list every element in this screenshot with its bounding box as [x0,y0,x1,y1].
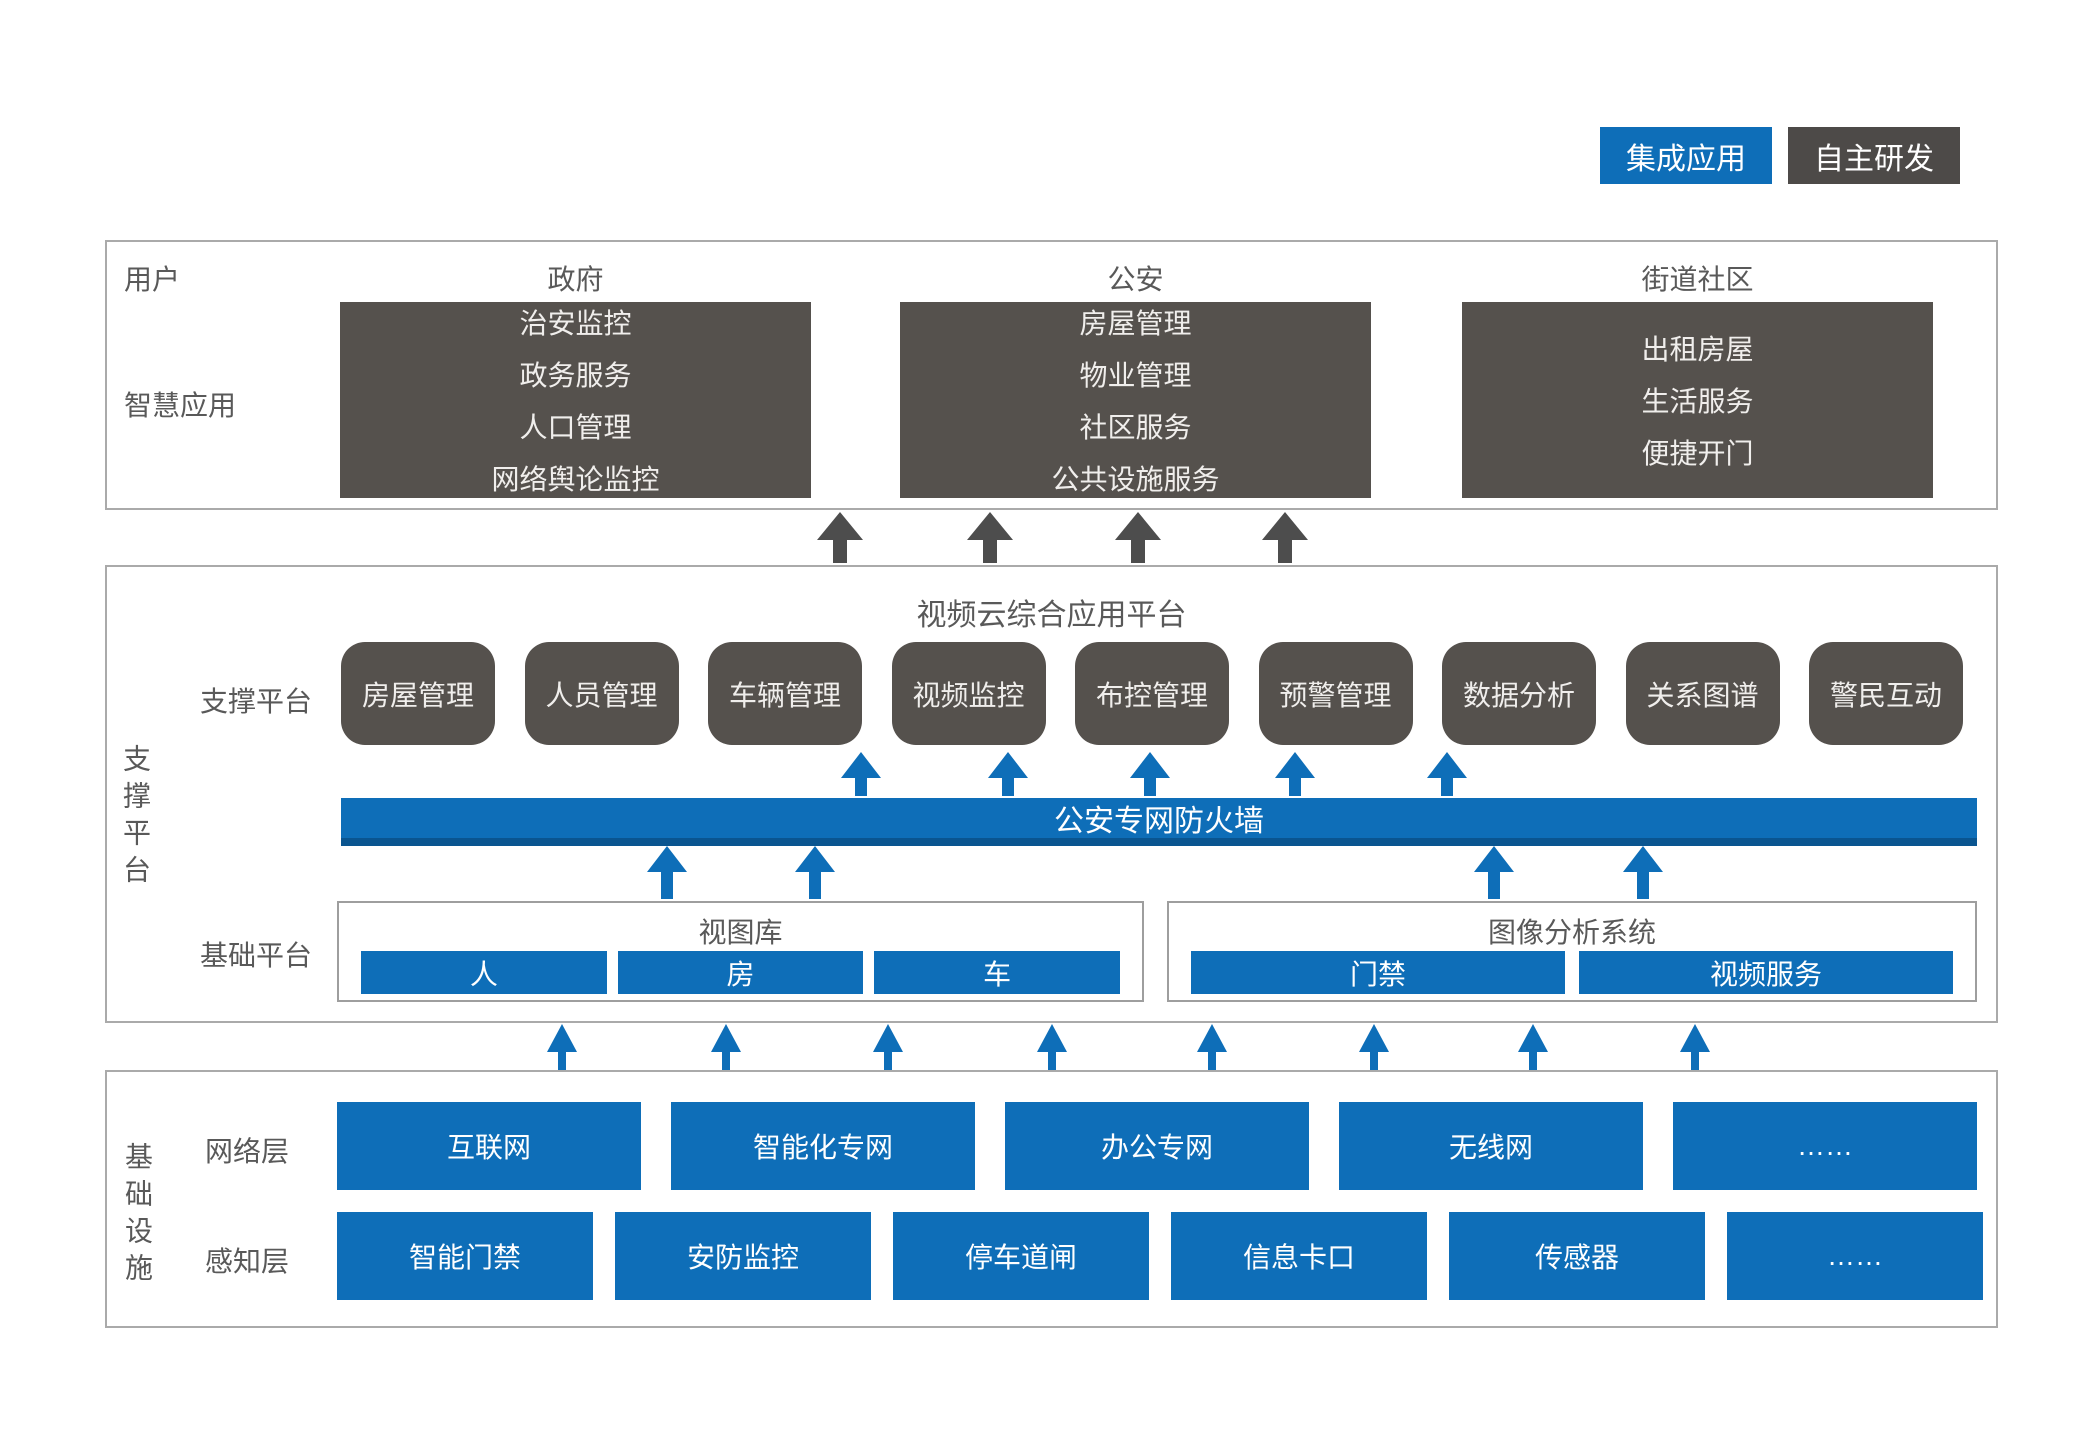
column-header-government: 政府 [547,264,604,295]
sense-box: …… [1727,1212,1983,1300]
sense-boxes-row: 智能门禁 安防监控 停车道闸 信息卡口 传感器 …… [337,1212,1983,1300]
up-arrow-icon [1623,846,1663,899]
up-arrow-icon [1115,512,1161,563]
base-bar: 门禁 [1191,951,1565,994]
sense-box: 安防监控 [615,1212,871,1300]
support-box: 预警管理 [1258,642,1413,745]
up-arrow-icon [841,752,881,796]
up-arrow-icon [988,752,1028,796]
sense-box: 信息卡口 [1171,1212,1427,1300]
infrastructure-panel: 基础设施 网络层 互联网 智能化专网 办公专网 无线网 …… 感知层 智能门禁 … [105,1070,1998,1328]
sense-layer-label: 感知层 [205,1246,290,1277]
base-bar: 视频服务 [1579,951,1953,994]
image-analysis-group: 图像分析系统 门禁 视频服务 [1167,901,1977,1002]
up-arrow-icon [1037,1024,1067,1070]
image-analysis-bars: 门禁 视频服务 [1191,951,1953,994]
app-item: 便捷开门 [1641,438,1754,469]
up-arrow-icon [817,512,863,563]
network-box: 智能化专网 [671,1102,975,1190]
app-item: 社区服务 [1079,412,1192,443]
view-library-bars: 人 房 车 [361,951,1121,994]
app-item: 物业管理 [1079,360,1192,391]
column-header-police: 公安 [1107,264,1164,295]
view-library-title: 视图库 [698,917,783,948]
up-arrow-icon [795,846,835,899]
column-header-community: 街道社区 [1641,264,1754,295]
app-item: 治安监控 [519,308,632,339]
network-layer-label: 网络层 [205,1136,290,1167]
user-label: 用户 [124,264,181,295]
firewall-bar: 公安专网防火墙 [341,798,1977,846]
infrastructure-side-label: 基础设施 [122,1142,153,1290]
network-box: 互联网 [337,1102,641,1190]
up-arrow-icon [711,1024,741,1070]
sense-box: 智能门禁 [337,1212,593,1300]
base-row-label: 基础平台 [200,940,313,971]
support-box: 警民互动 [1809,642,1963,745]
support-box: 布控管理 [1075,642,1229,745]
police-apps-box: 房屋管理 物业管理 社区服务 公共设施服务 [900,302,1371,498]
up-arrow-icon [1275,752,1315,796]
up-arrow-icon [1474,846,1514,899]
base-bar: 人 [361,951,607,994]
up-arrow-icon [1427,752,1467,796]
government-apps-box: 治安监控 政务服务 人口管理 网络舆论监控 [340,302,811,498]
app-item: 网络舆论监控 [491,464,660,495]
legend-integrated-app: 集成应用 [1600,127,1772,184]
up-arrow-icon [1197,1024,1227,1070]
support-box: 关系图谱 [1625,642,1780,745]
up-arrow-icon [647,846,687,899]
support-boxes-row: 房屋管理 人员管理 车辆管理 视频监控 布控管理 预警管理 数据分析 关系图谱 … [341,642,1963,745]
up-arrow-icon [873,1024,903,1070]
support-box: 房屋管理 [341,642,495,745]
up-arrow-icon [1262,512,1308,563]
app-item: 生活服务 [1641,386,1754,417]
sense-box: 传感器 [1449,1212,1705,1300]
sense-box: 停车道闸 [893,1212,1149,1300]
support-platform-panel: 支撑平台 视频云综合应用平台 支撑平台 房屋管理 人员管理 车辆管理 视频监控 … [105,565,1998,1023]
support-box: 车辆管理 [708,642,862,745]
app-item: 出租房屋 [1641,334,1754,365]
up-arrow-icon [967,512,1013,563]
up-arrow-icon [547,1024,577,1070]
view-library-group: 视图库 人 房 车 [337,901,1144,1002]
network-box: 无线网 [1339,1102,1643,1190]
video-cloud-platform-title: 视频云综合应用平台 [916,599,1187,632]
app-item: 人口管理 [519,412,632,443]
image-analysis-title: 图像分析系统 [1487,917,1656,948]
network-box: 办公专网 [1005,1102,1309,1190]
support-box: 人员管理 [524,642,679,745]
base-bar: 车 [874,951,1121,994]
network-boxes-row: 互联网 智能化专网 办公专网 无线网 …… [337,1102,1977,1190]
smart-application-panel: 用户 智慧应用 政府 公安 街道社区 治安监控 政务服务 人口管理 网络舆论监控… [105,240,1998,510]
up-arrow-icon [1130,752,1170,796]
support-platform-side-label: 支撑平台 [120,744,151,892]
app-item: 房屋管理 [1079,308,1192,339]
smart-app-label: 智慧应用 [124,390,237,421]
up-arrow-icon [1680,1024,1710,1070]
base-bar: 房 [617,951,864,994]
legend-self-developed: 自主研发 [1788,127,1960,184]
up-arrow-icon [1359,1024,1389,1070]
support-box: 视频监控 [891,642,1046,745]
up-arrow-icon [1518,1024,1548,1070]
support-row-label: 支撑平台 [200,686,313,717]
support-box: 数据分析 [1442,642,1596,745]
community-apps-box: 出租房屋 生活服务 便捷开门 [1462,302,1933,498]
app-item: 公共设施服务 [1051,464,1220,495]
app-item: 政务服务 [519,360,632,391]
network-box: …… [1673,1102,1977,1190]
